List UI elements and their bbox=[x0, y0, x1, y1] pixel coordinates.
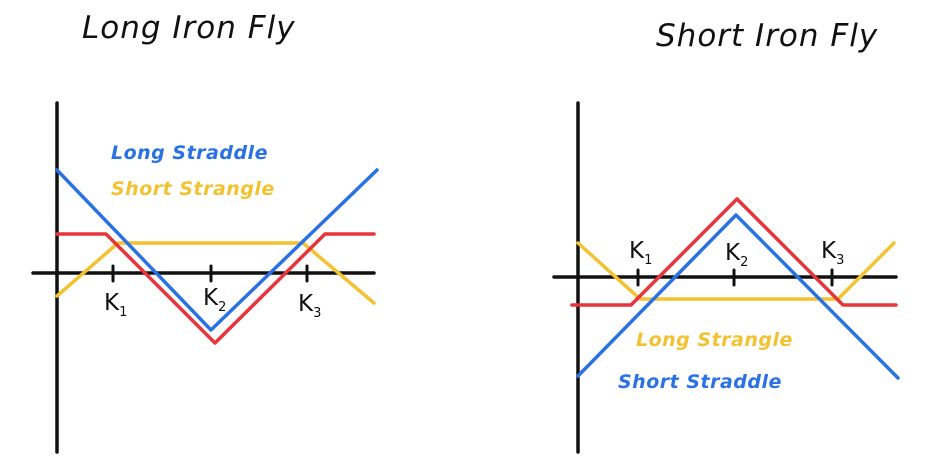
left-label-k3: K3 bbox=[298, 291, 321, 321]
right-label-k3: K3 bbox=[821, 238, 844, 268]
left-legend-long-straddle: Long Straddle bbox=[111, 142, 268, 164]
right-label-k1: K1 bbox=[629, 238, 652, 268]
left-red-long-iron-fly-line bbox=[55, 232, 376, 345]
short-iron-fly-panel: Short Iron Fly K1 K2 K3 Long Strangle Sh… bbox=[552, 18, 900, 454]
long-iron-fly-panel: Long Iron Fly Long Straddle Short Strang… bbox=[31, 10, 379, 454]
right-red-short-iron-fly-line bbox=[570, 197, 898, 307]
right-blue-short-straddle-line bbox=[576, 213, 900, 380]
left-label-k2: K2 bbox=[203, 285, 226, 315]
left-yellow-short-strangle-line bbox=[55, 241, 376, 305]
right-label-k2: K2 bbox=[725, 240, 748, 270]
long-iron-fly-title: Long Iron Fly bbox=[82, 10, 296, 46]
right-legend-long-strangle: Long Strangle bbox=[636, 329, 793, 351]
left-label-k1: K1 bbox=[104, 290, 127, 320]
right-legend-short-straddle: Short Straddle bbox=[618, 371, 782, 393]
left-blue-long-straddle-line bbox=[55, 168, 379, 332]
short-iron-fly-title: Short Iron Fly bbox=[656, 18, 878, 54]
left-legend-short-strangle: Short Strangle bbox=[111, 178, 275, 200]
right-yellow-long-strangle-line bbox=[576, 241, 896, 301]
